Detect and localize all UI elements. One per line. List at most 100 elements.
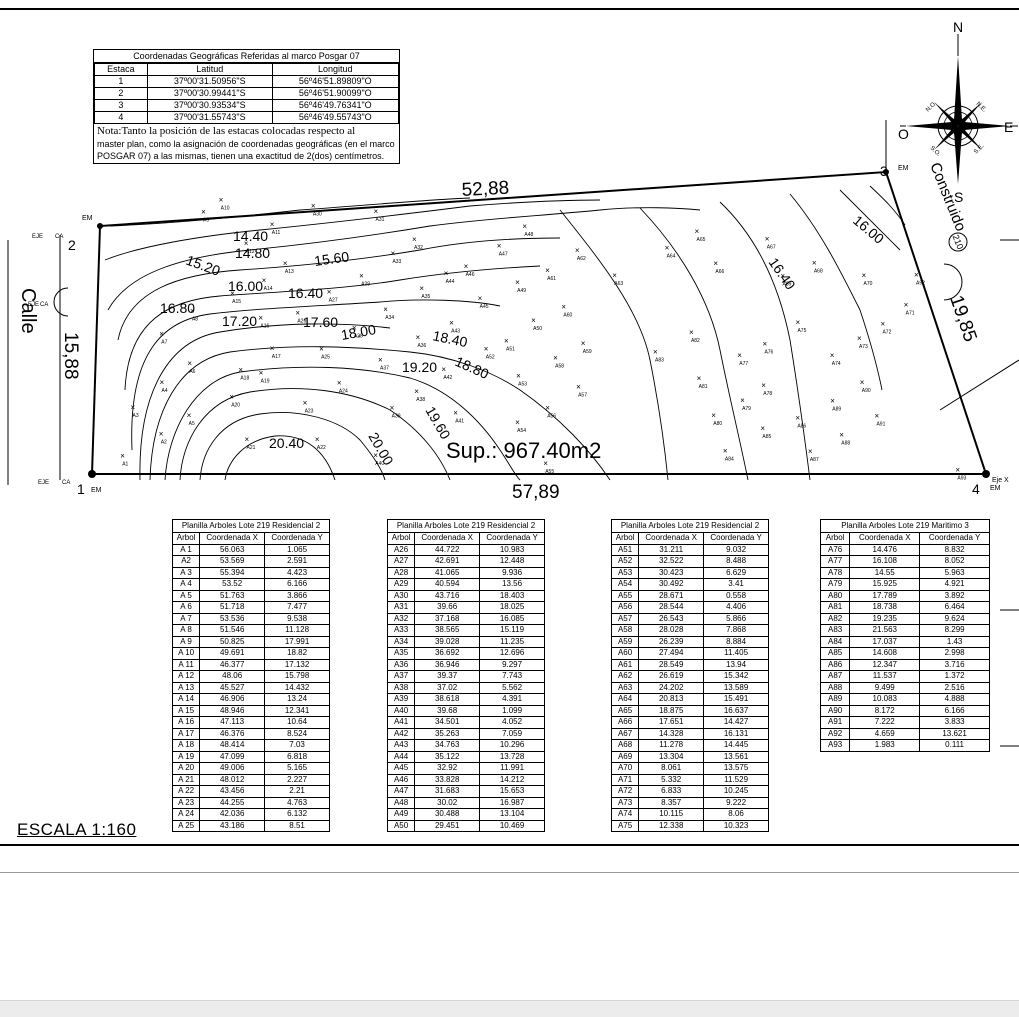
coord-y-cell: 18.82 [264, 647, 330, 660]
coord-y-cell: 14.427 [703, 716, 769, 729]
tree-table-caption: Planilla Arboles Lote 219 Residencial 2 [611, 519, 769, 532]
tree-marker: × [760, 424, 765, 433]
tree-id-cell: A54 [610, 578, 640, 591]
lot-number: 210 [951, 233, 966, 251]
coord-y-cell: 0.111 [919, 739, 990, 752]
coord-y-cell: 6.132 [264, 808, 330, 821]
coord-y-cell: 6.166 [264, 578, 330, 591]
tree-id-cell: A52 [610, 555, 640, 568]
stake-cell: 3 [94, 99, 148, 112]
tree-marker-label: A82 [691, 338, 700, 344]
tree-marker: × [497, 241, 502, 250]
tree-marker: × [412, 235, 417, 244]
coord-x-cell: 37.168 [414, 612, 481, 625]
coord-y-cell: 4.888 [919, 693, 990, 706]
stake-1-number: 1 [77, 481, 85, 497]
tree-id-cell: A 16 [171, 716, 201, 729]
coord-x-cell: 36.692 [414, 647, 481, 660]
tree-id-cell: A 4 [171, 578, 201, 591]
coord-x-cell: 49.691 [199, 647, 266, 660]
tree-marker-label: A48 [524, 232, 533, 238]
tree-id-cell: A81 [819, 601, 851, 614]
tree-marker: × [561, 303, 566, 312]
stake-2-marker [97, 223, 103, 229]
tree-marker: × [245, 435, 250, 444]
coord-x-cell: 11.278 [638, 739, 705, 752]
tree-id-cell: A32 [386, 612, 416, 625]
coord-y-cell: 2.227 [264, 773, 330, 786]
coord-y-cell: 7.477 [264, 601, 330, 614]
tree-id-cell: A51 [610, 543, 640, 556]
coord-x-cell: 32.92 [414, 762, 481, 775]
tree-marker-label: A52 [486, 355, 495, 361]
coord-x-cell: 46.906 [199, 693, 266, 706]
tree-marker-label: A50 [533, 326, 542, 332]
tree-marker-label: A10 [221, 206, 230, 212]
stake-3-tag: EM [898, 165, 909, 172]
tree-marker-label: A85 [762, 434, 771, 440]
stake-4-tag: EM [990, 485, 1001, 492]
coord-y-cell: 13.56 [479, 578, 545, 591]
tree-table-3: Planilla Arboles Lote 219 Residencial 2 … [610, 519, 769, 832]
tree-marker: × [190, 307, 195, 316]
tree-marker-label: A37 [380, 365, 389, 371]
tree-id-cell: A 10 [171, 647, 201, 660]
tree-id-cell: A35 [386, 647, 416, 660]
coord-y-cell: 4.921 [919, 578, 990, 591]
tree-marker: × [862, 271, 867, 280]
tree-id-cell: A88 [819, 681, 851, 694]
compass-west: O [898, 126, 909, 142]
coord-x-cell: 48.414 [199, 739, 266, 752]
coord-y-cell: 5.963 [919, 566, 990, 579]
coord-y-cell: 7.059 [479, 727, 545, 740]
coord-y-cell: 9.624 [919, 612, 990, 625]
coord-y-cell: 13.621 [919, 727, 990, 740]
tree-marker: × [795, 318, 800, 327]
coord-x-cell: 49.006 [199, 762, 266, 775]
coord-x-cell: 53.536 [199, 612, 266, 625]
coord-x-cell: 53.52 [199, 578, 266, 591]
tree-marker: × [414, 387, 419, 396]
col-header: Coordenada Y [703, 532, 769, 545]
coord-x-cell: 37.02 [414, 681, 481, 694]
coord-x-cell: 39.68 [414, 704, 481, 717]
tree-marker-label: A81 [699, 384, 708, 390]
coord-y-cell: 2.591 [264, 555, 330, 568]
col-header: Coordenada X [849, 532, 921, 545]
tree-marker-label: A51 [506, 347, 515, 353]
coord-x-cell: 51.546 [199, 624, 266, 637]
coord-x-cell: 12.338 [638, 819, 705, 832]
tree-id-cell: A50 [386, 819, 416, 832]
tree-marker: × [270, 344, 275, 353]
coord-y-cell: 4.763 [264, 796, 330, 809]
tree-marker-label: A75 [797, 328, 806, 334]
coord-x-cell: 31.211 [638, 543, 705, 556]
coord-x-cell: 34.501 [414, 716, 481, 729]
tree-marker: × [695, 227, 700, 236]
coord-y-cell: 9.538 [264, 612, 330, 625]
coord-x-cell: 18.875 [638, 704, 705, 717]
tree-id-cell: A91 [819, 716, 851, 729]
tree-marker: × [230, 289, 235, 298]
contour-label: 18.00 [340, 321, 377, 343]
tree-marker-label: A61 [547, 276, 556, 282]
coord-x-cell: 31.683 [414, 785, 481, 798]
tree-marker-label: A3 [133, 413, 139, 419]
tree-marker-label: A43 [451, 329, 460, 335]
tree-id-cell: A41 [386, 716, 416, 729]
tree-table-4: Planilla Arboles Lote 219 Maritimo 3 Arb… [819, 519, 990, 752]
